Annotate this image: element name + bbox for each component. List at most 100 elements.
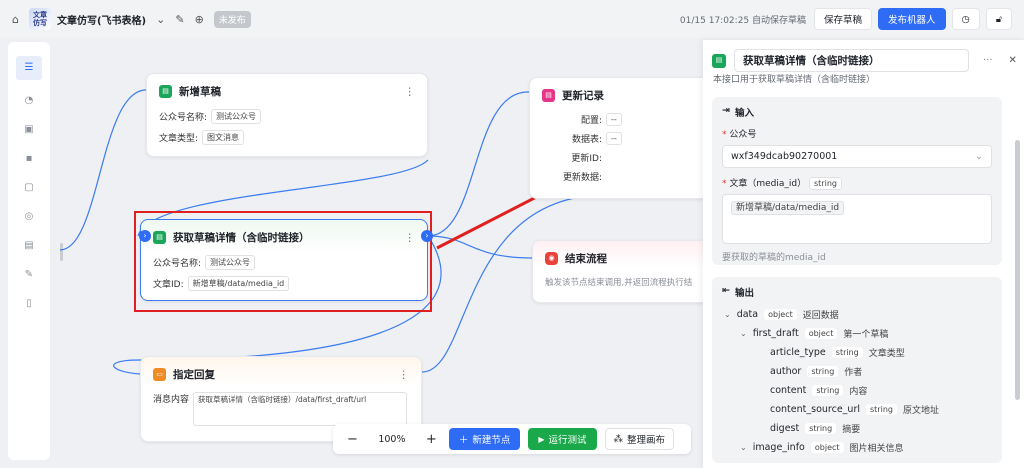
more-icon[interactable]: ⋮ <box>404 85 416 98</box>
edge <box>427 91 530 237</box>
type-tag: string <box>807 366 839 377</box>
add-circle-icon[interactable]: ⊕ <box>194 12 204 26</box>
history-button[interactable]: ◷ <box>951 8 980 30</box>
message-icon[interactable]: ◎ <box>24 211 34 222</box>
output-icon: ⇤ <box>722 285 730 296</box>
more-icon[interactable]: ⋮ <box>404 231 416 244</box>
node-row: 配置:-- <box>542 113 716 126</box>
node-title-input[interactable]: 获取草稿详情（含临时链接） <box>734 49 969 72</box>
output-port[interactable]: › <box>421 230 433 242</box>
more-icon[interactable]: ··· <box>983 55 993 66</box>
node-row: 更新数据: <box>542 170 716 183</box>
save-draft-button[interactable]: 保存草稿 <box>814 8 873 30</box>
close-icon[interactable]: ✕ <box>1008 55 1017 66</box>
row-value: -- <box>606 113 622 126</box>
chevron-down-icon: ⌄ <box>975 151 983 162</box>
type-tag: string <box>866 404 897 415</box>
more-icon[interactable]: ⋮ <box>398 368 410 381</box>
field-desc: 原文地址 <box>902 406 939 416</box>
top-bar: ⌂ 文章仿写 文章仿写(飞书表格) ⌄ ✎ ⊕ 未发布 01/15 17:02:… <box>0 0 1024 38</box>
clock-icon: ◷ <box>961 13 970 25</box>
field-desc: 作者 <box>844 368 863 378</box>
field-desc: 第一个草稿 <box>843 330 889 340</box>
node-icon: ▭ <box>153 368 166 381</box>
node-icon: ▤ <box>159 85 172 98</box>
node-row: 公众号名称:测试公众号 <box>153 255 415 270</box>
edit-doc-icon[interactable]: ✎ <box>24 269 34 280</box>
input-section: ⇥输入 * 公众号 wxf349dcab90270001⌄ * 文章（media… <box>712 97 1002 265</box>
field-name: data <box>736 309 759 320</box>
node-title: 指定回复 <box>173 369 215 381</box>
row-value: 新增草稿/data/media_id <box>187 276 290 291</box>
node-end-flow[interactable]: ◉ 结束流程 触发该节点结束调用,并返回流程执行结 <box>532 240 732 303</box>
type-tag: string <box>812 385 844 396</box>
node-description: 本接口用于获取草稿详情（含临时链接） <box>713 75 876 85</box>
node-desc: 触发该节点结束调用,并返回流程执行结 <box>545 278 693 288</box>
row-value: 测试公众号 <box>205 255 256 270</box>
output-field: article_type string 文章类型 <box>722 343 992 362</box>
input-icon: ⇥ <box>722 105 730 116</box>
play-icon: ▶ <box>538 434 545 444</box>
app-logo: 文章仿写 <box>28 8 51 30</box>
node-add-draft[interactable]: ▤新增草稿⋮ 公众号名称:测试公众号 文章类型:图文消息 <box>146 73 428 157</box>
field-hint: 要获取的草稿的media_id <box>722 253 826 263</box>
type-tag: object <box>810 442 844 453</box>
edit-icon[interactable]: ✎ <box>175 12 185 26</box>
field-desc: 图片相关信息 <box>849 444 904 454</box>
field-name: author <box>770 366 802 377</box>
zoom-out-icon[interactable]: − <box>347 431 358 447</box>
input-port[interactable]: › <box>139 230 151 242</box>
field-desc: 文章类型 <box>868 349 905 359</box>
chevron-down-icon[interactable]: ⌄ <box>740 329 747 338</box>
scrollbar[interactable] <box>1015 140 1020 400</box>
lock-button[interactable]: 🔓︎ <box>985 8 1012 30</box>
home-icon[interactable]: ⌂ <box>12 12 19 26</box>
publish-button[interactable]: 发布机器人 <box>878 8 946 30</box>
node-icon: ▤ <box>153 231 166 244</box>
row-value: 测试公众号 <box>211 109 262 124</box>
row-label: 更新数据: <box>562 173 602 183</box>
node-title: 新增草稿 <box>179 86 221 98</box>
chevron-down-icon[interactable]: ⌄ <box>156 12 166 26</box>
node-update-record[interactable]: ▤更新记录 配置:-- 数据表:-- 更新ID: 更新数据: <box>529 77 729 199</box>
account-select[interactable]: wxf349dcab90270001⌄ <box>722 145 992 168</box>
node-icon: ▤ <box>712 53 726 68</box>
autosave-status: 01/15 17:02:25 自动保存草稿 <box>679 15 807 26</box>
target-icon: ◉ <box>545 252 558 265</box>
doc-icon[interactable]: ▯ <box>26 298 32 309</box>
field-name: content <box>770 385 807 396</box>
chart-icon[interactable]: ▤ <box>24 240 34 251</box>
image-icon[interactable]: ▣ <box>24 124 34 135</box>
article-id-input[interactable]: 新增草稿/data/media_id <box>722 194 992 244</box>
type-tag: string <box>805 423 837 434</box>
node-get-draft[interactable]: ▤获取草稿详情（含临时链接）⋮ 公众号名称:测试公众号 文章ID:新增草稿/da… <box>140 219 428 301</box>
node-title: 结束流程 <box>565 253 607 265</box>
type-tag: object <box>764 309 797 320</box>
chevron-down-icon[interactable]: ⌄ <box>724 310 731 319</box>
canvas-toolbar: − 100% + ＋新建节点 ▶运行测试 ⁂整理画布 <box>333 424 691 454</box>
run-test-button[interactable]: ▶运行测试 <box>528 428 597 450</box>
chat-icon[interactable]: ◔ <box>24 95 34 106</box>
field-desc: 摘要 <box>842 425 861 435</box>
sidebar-resize-handle[interactable] <box>60 243 63 261</box>
field-name: first_draft <box>752 328 799 339</box>
chevron-down-icon[interactable]: ⌄ <box>740 443 747 452</box>
node-title: 获取草稿详情（含临时链接） <box>173 232 310 244</box>
alert-icon[interactable]: ▪ <box>25 153 33 164</box>
status-badge: 未发布 <box>213 10 251 28</box>
card-icon[interactable]: ▢ <box>24 182 34 193</box>
new-node-button[interactable]: ＋新建节点 <box>448 428 521 450</box>
node-detail-panel: ▤ 获取草稿详情（含临时链接） ··· ✕ 本接口用于获取草稿详情（含临时链接）… <box>703 40 1024 468</box>
node-icon: ▤ <box>542 89 555 102</box>
database-icon[interactable]: ☰ <box>16 56 42 80</box>
row-label: 公众号名称: <box>153 259 202 269</box>
field-desc: 返回数据 <box>802 311 839 321</box>
type-tag: string <box>831 347 863 358</box>
arrange-button[interactable]: ⁂整理画布 <box>604 428 675 450</box>
field-name: article_type <box>770 347 826 358</box>
zoom-in-icon[interactable]: + <box>425 431 437 447</box>
